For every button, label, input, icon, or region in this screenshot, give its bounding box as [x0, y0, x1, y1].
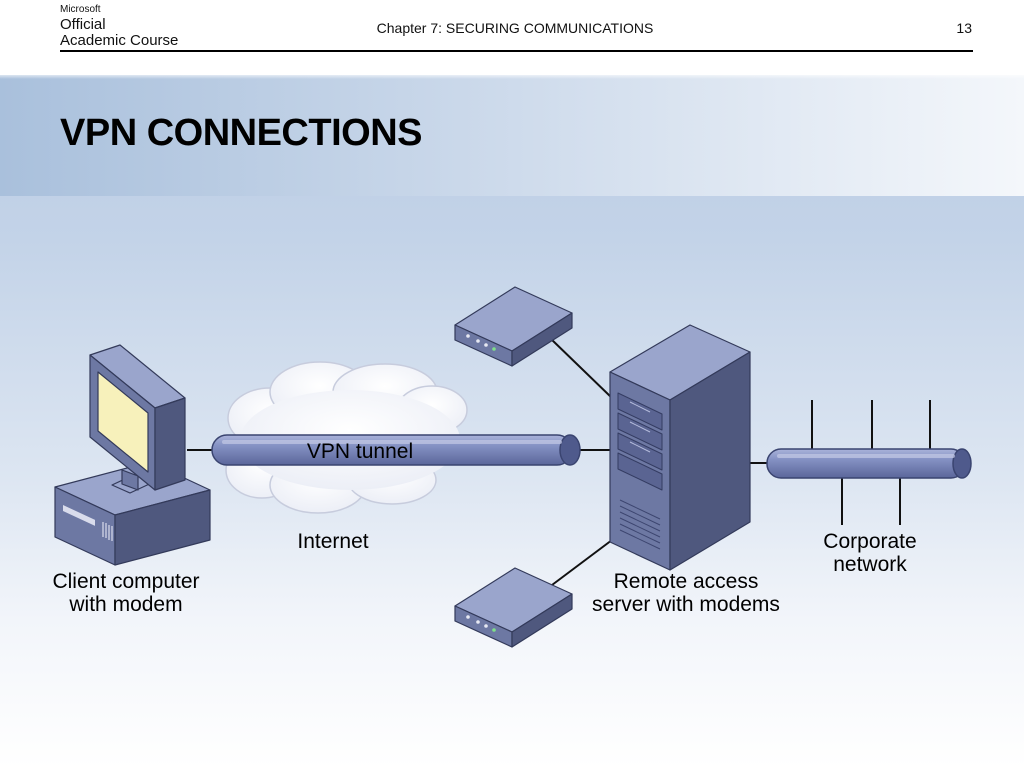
corporate-label-line-2: network	[833, 553, 907, 576]
vpn-tunnel-label: VPN tunnel	[306, 440, 414, 463]
client-label-line-2: with modem	[69, 593, 183, 616]
server-label-line-1: Remote access	[613, 570, 759, 593]
client-label-line-1: Client computer	[52, 570, 200, 593]
corporate-network-pipe	[766, 448, 972, 479]
upper-modem-icon	[454, 286, 573, 367]
connection-lines	[187, 337, 931, 589]
chapter-title: Chapter 7: SECURING COMMUNICATIONS	[376, 20, 654, 36]
server-label-line-2: server with modems	[592, 593, 780, 616]
course-logo: Microsoft Official Academic Course	[60, 4, 179, 49]
header-rule	[60, 50, 973, 52]
logo-brand: Microsoft	[60, 4, 101, 15]
slide-title: VPN CONNECTIONS	[60, 112, 422, 154]
header-fade	[0, 75, 1024, 79]
logo-line-2: Academic Course	[60, 32, 179, 49]
page-number: 13	[956, 20, 972, 36]
client-computer-label: Client computer with modem	[20, 570, 232, 616]
remote-access-server-label: Remote access server with modems	[570, 570, 802, 616]
lower-modem-icon	[454, 567, 573, 648]
logo-line-1: Official	[60, 16, 106, 33]
lower-modem-line	[547, 539, 613, 589]
header-bar	[0, 0, 1024, 75]
client-computer-icon	[54, 344, 211, 566]
upper-modem-line	[549, 337, 613, 399]
corporate-label-line-1: Corporate	[823, 530, 917, 553]
internet-label: Internet	[297, 530, 369, 553]
corporate-network-label: Corporate network	[800, 530, 940, 576]
vpn-tunnel-pipe	[211, 434, 581, 466]
remote-access-server-icon	[609, 324, 751, 571]
